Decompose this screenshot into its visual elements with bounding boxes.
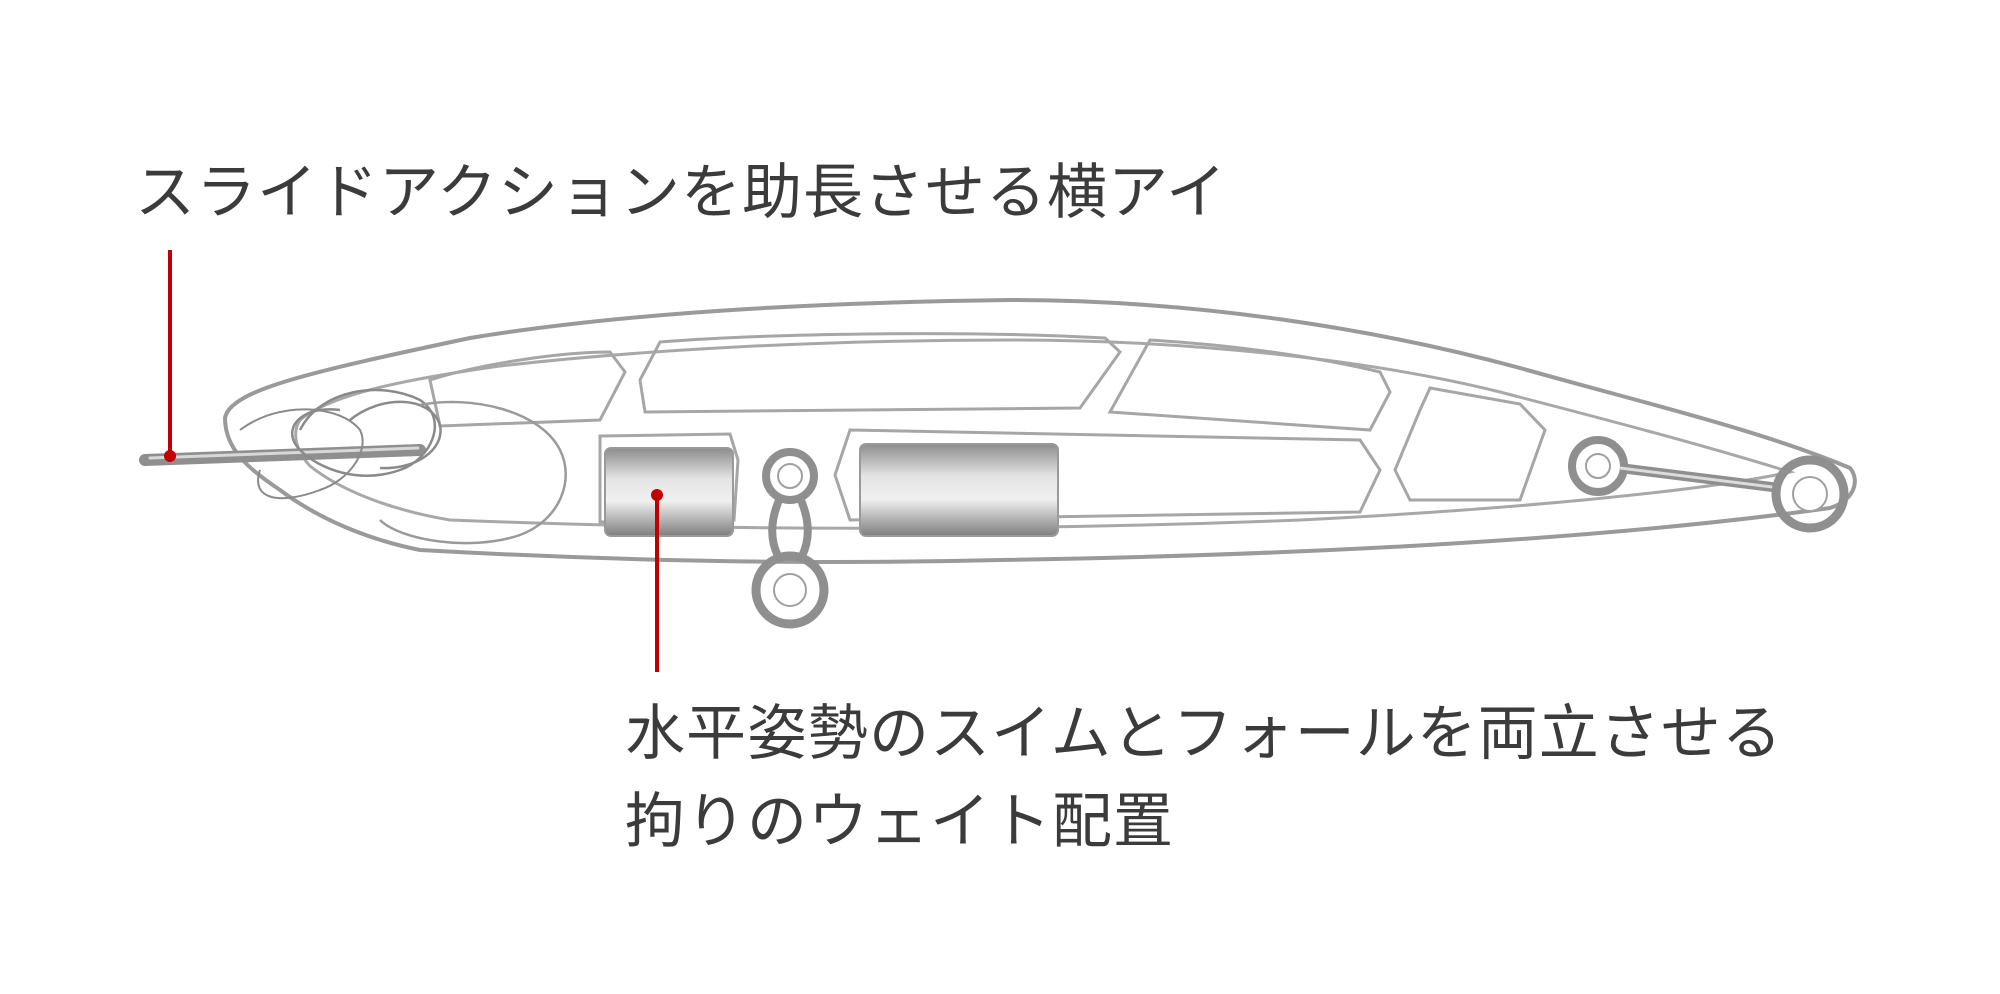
- weight-front: [604, 447, 734, 537]
- callout-label-weight: 水平姿勢のスイムとフォールを両立させる 拘りのウェイト配置: [625, 690, 1783, 866]
- callout-dot-eye: [164, 450, 176, 462]
- chamber-lower-2: [833, 428, 1382, 522]
- weight-rear: [859, 443, 1059, 537]
- belly-hook-hanger: [751, 448, 829, 629]
- callout-label-weight-line1: 水平姿勢のスイムとフォールを両立させる: [625, 699, 1783, 769]
- callout-dot-weight: [651, 489, 663, 501]
- callout-label-weight-line2: 拘りのウェイト配置: [625, 787, 1174, 857]
- chamber-upper-3: [1107, 338, 1392, 432]
- callout-label-eye: スライドアクションを助長させる横アイ: [135, 158, 1227, 228]
- tail-wire-eye: [1568, 436, 1849, 533]
- chamber-upper-4: [1393, 386, 1547, 502]
- chamber-lower-1: [598, 432, 740, 524]
- horizontal-line-eye: [139, 388, 567, 545]
- chamber-upper-2: [638, 332, 1122, 414]
- lure-body-outline: [222, 297, 1857, 564]
- lure-inner-frame: [294, 338, 1796, 530]
- chamber-upper-1: [428, 350, 627, 428]
